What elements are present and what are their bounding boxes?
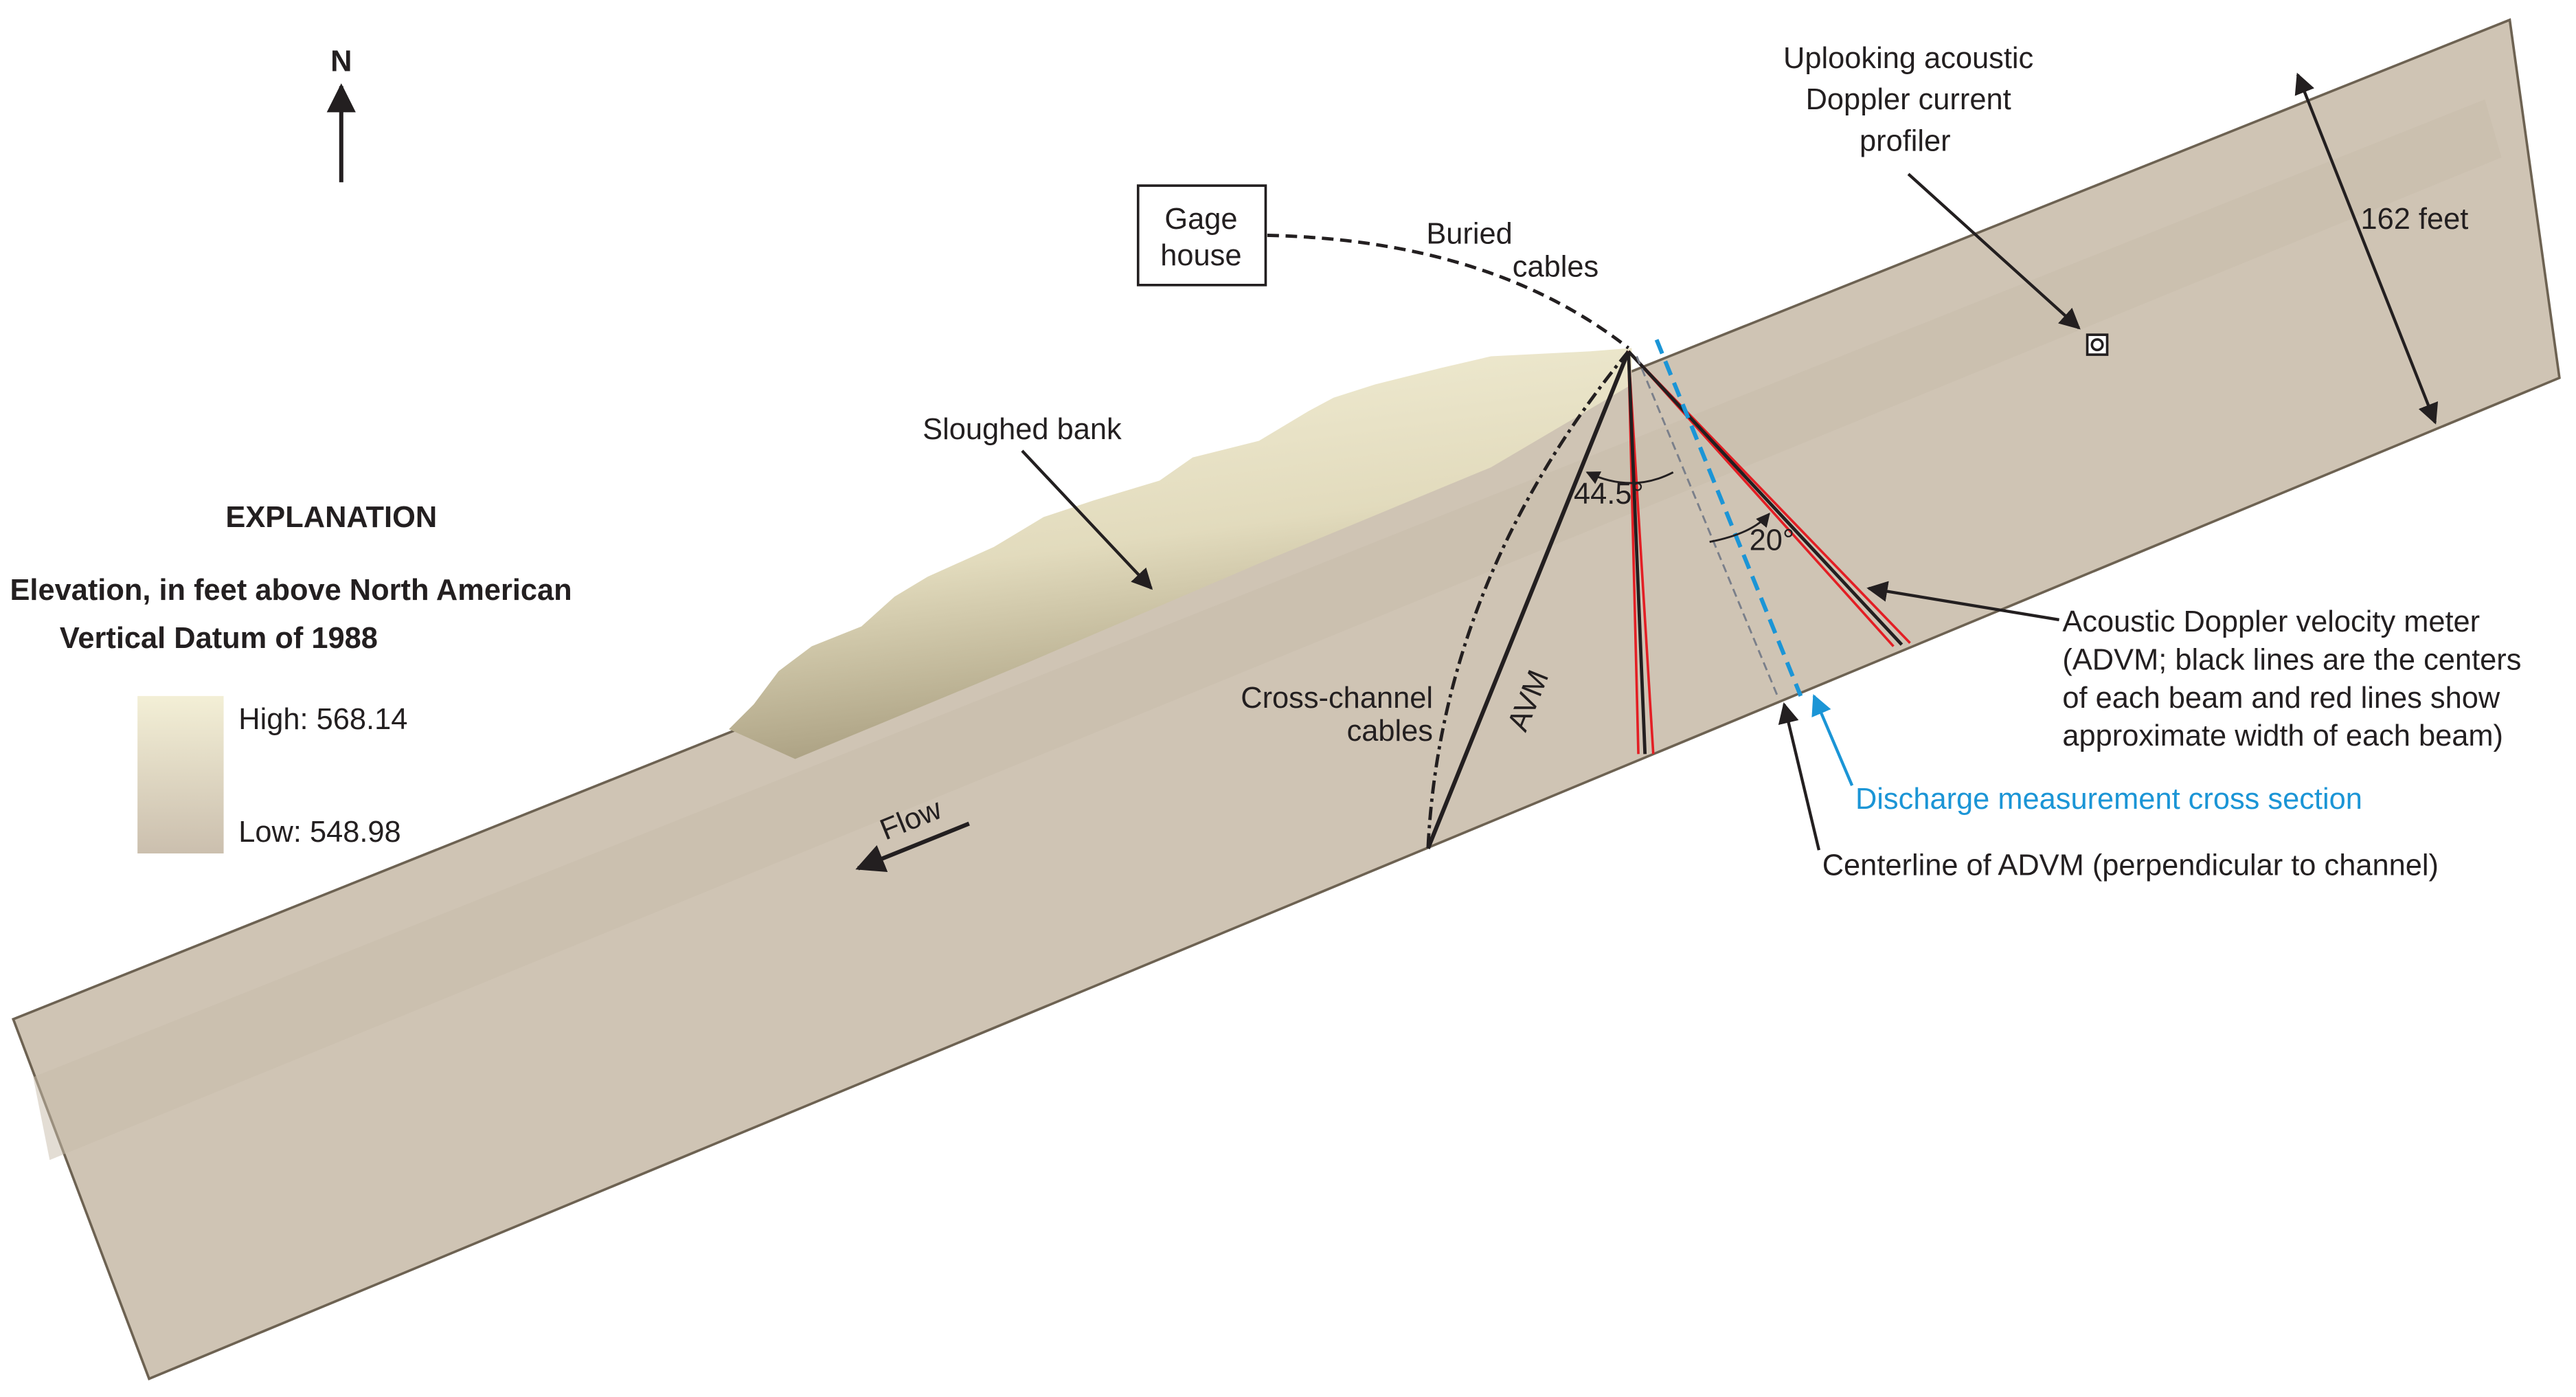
- advm-label-3: of each beam and red lines show: [2062, 682, 2500, 715]
- gage-house-label-2: house: [1160, 239, 1241, 272]
- channel-bed-streak: [33, 99, 2502, 1161]
- width-label: 162 feet: [2360, 203, 2468, 236]
- beam1-center: [1627, 351, 1647, 755]
- cross-channel-label-1: Cross-channel: [1241, 682, 1433, 715]
- legend-title: EXPLANATION: [225, 501, 437, 534]
- discharge-cross-section-line: [1654, 339, 1803, 697]
- cross-channel-cables-line: [1426, 350, 1630, 849]
- adcp-arrow: [1907, 172, 2081, 330]
- sloughed-bank: [729, 348, 1632, 759]
- cross-channel-label-2: cables: [1347, 715, 1433, 748]
- sloughed-bank-arrow: [1021, 449, 1153, 590]
- sloughed-bank-label: Sloughed bank: [923, 413, 1122, 446]
- legend-high: High: 568.14: [238, 703, 407, 736]
- legend-subtitle-1: Elevation, in feet above North American: [10, 574, 572, 607]
- advm-centerline: [1636, 355, 1778, 697]
- adcp-label-2: Doppler current: [1806, 83, 2011, 116]
- buried-cables-label-1: Buried: [1426, 218, 1512, 251]
- adcp-marker-icon: [2086, 333, 2109, 356]
- discharge-arrow: [1811, 694, 1854, 786]
- advm-label-1: Acoustic Doppler velocity meter: [2062, 605, 2480, 638]
- centerline-arrow: [1778, 702, 1821, 851]
- elevation-color-ramp: [137, 695, 224, 853]
- beam2-center: [1627, 350, 1903, 646]
- width-dimension-arrow: [2294, 72, 2439, 425]
- adcp-label-3: profiler: [1860, 124, 1951, 157]
- north-label: N: [330, 45, 352, 78]
- discharge-label: Discharge measurement cross section: [1855, 783, 2362, 816]
- gage-house-label-1: Gage: [1164, 203, 1237, 236]
- angle-arc-44: [1585, 471, 1674, 484]
- avm-path-line: [1425, 350, 1631, 849]
- angle-44-label: 44.5°: [1574, 478, 1644, 511]
- adcp-label-1: Uplooking acoustic: [1783, 42, 2033, 75]
- advm-arrow: [1866, 581, 2059, 622]
- centerline-label: Centerline of ADVM (perpendicular to cha…: [1822, 849, 2439, 882]
- buried-cables-line: [1267, 234, 1630, 350]
- angle-arc-20: [1709, 513, 1770, 544]
- advm-label-4: approximate width of each beam): [2062, 719, 2503, 752]
- buried-cables-label-2: cables: [1513, 251, 1598, 284]
- angle-20-label: 20°: [1750, 524, 1795, 557]
- legend-subtitle-2: Vertical Datum of 1988: [60, 622, 378, 655]
- legend-low: Low: 548.98: [238, 816, 400, 849]
- advm-label-2: (ADVM; black lines are the centers: [2062, 643, 2521, 676]
- gage-house-box: [1136, 184, 1267, 287]
- flow-arrow: [855, 821, 970, 873]
